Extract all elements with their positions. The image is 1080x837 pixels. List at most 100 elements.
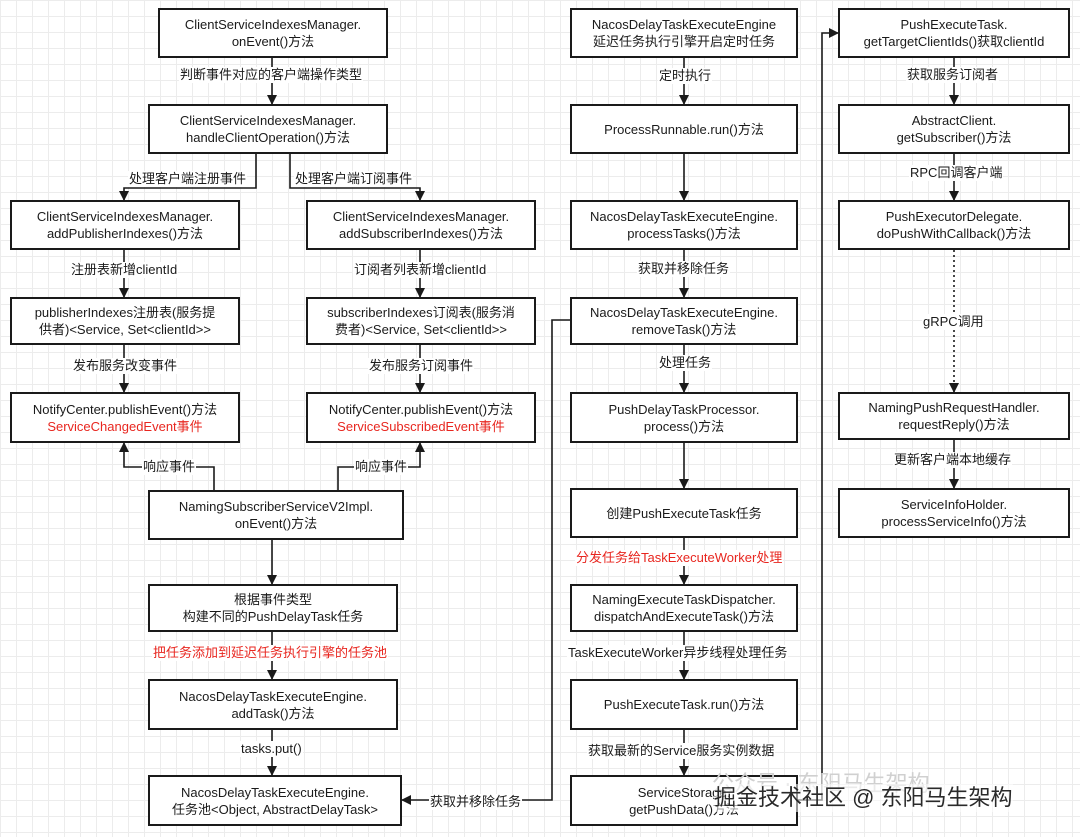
node-process-runnable-run: ProcessRunnable.run()方法 [570,104,798,154]
edge-label: 把任务添加到延迟任务执行引擎的任务池 [152,645,389,661]
node-naming-push-request-handler: NamingPushRequestHandler. requestReply()… [838,392,1070,440]
edge-label: 获取最新的Service服务实例数据 [587,743,776,759]
node-line: 构建不同的PushDelayTask任务 [182,609,364,624]
edge-label: tasks.put() [240,741,303,757]
node-line: NotifyCenter.publishEvent()方法 [32,401,218,417]
node-naming-subscriber-onevent: NamingSubscriberServiceV2Impl. onEvent()… [148,490,404,540]
node-line: getPushData()方法 [629,801,739,817]
node-line: ClientServiceIndexesManager. [332,209,510,224]
node-line: onEvent()方法 [231,34,315,49]
edge-label: 处理客户端注册事件 [128,171,248,187]
edge-label: 响应事件 [142,459,197,475]
edge-label: 注册表新增clientId [70,262,179,278]
node-line: ServiceInfoHolder. [900,497,1008,512]
node-line: NotifyCenter.publishEvent()方法 [328,401,514,417]
node-engine-remove-task: NacosDelayTaskExecuteEngine. removeTask(… [570,297,798,345]
edge-label: 订阅者列表新增clientId [353,262,488,278]
edge-label: RPC回调客户端 [909,165,1004,181]
node-engine-process-tasks: NacosDelayTaskExecuteEngine. processTask… [570,200,798,250]
edge-label: gRPC调用 [922,314,985,330]
node-line: removeTask()方法 [631,322,737,337]
node-event-name: ServiceChangedEvent事件 [47,418,203,434]
node-publisher-indexes-registry: publisherIndexes注册表(服务提 供者)<Service, Set… [10,297,240,345]
node-line: requestReply()方法 [898,417,1010,432]
node-line: NacosDelayTaskExecuteEngine. [590,305,778,320]
node-push-execute-task-run: PushExecuteTask.run()方法 [570,679,798,730]
edge-n2-n6 [289,154,425,201]
node-publish-service-changed: NotifyCenter.publishEvent()方法 ServiceCha… [10,392,240,443]
node-line: addPublisherIndexes()方法 [46,226,204,241]
node-line: AbstractClient. [911,113,997,128]
node-create-push-execute-task: 创建PushExecuteTask任务 [570,488,798,538]
edge-label: 获取并移除任务 [637,261,731,277]
node-line: 创建PushExecuteTask任务 [606,505,762,521]
node-add-publisher-indexes: ClientServiceIndexesManager. addPublishe… [10,200,240,250]
node-publish-service-subscribed: NotifyCenter.publishEvent()方法 ServiceSub… [306,392,536,443]
edge-label: 获取并移除任务 [429,794,523,810]
edge-m9-r1 [798,28,839,801]
node-line: ProcessRunnable.run()方法 [604,121,764,137]
node-line: dispatchAndExecuteTask()方法 [594,609,774,624]
node-line: addTask()方法 [231,705,315,721]
edge-label: 判断事件对应的客户端操作类型 [179,67,364,83]
node-push-with-callback: PushExecutorDelegate. doPushWithCallback… [838,200,1070,250]
node-line: process()方法 [643,418,725,434]
watermark: 掘金技术社区 @ 东阳马生架构 [714,784,1013,812]
node-engine-add-task: NacosDelayTaskExecuteEngine. addTask()方法 [148,679,398,730]
node-line: NamingPushRequestHandler. [868,400,1040,415]
node-line: NamingSubscriberServiceV2Impl. [178,499,374,514]
node-line: PushExecutorDelegate. [885,209,1023,224]
node-line: NacosDelayTaskExecuteEngine. [590,209,778,224]
node-line: ClientServiceIndexesManager. [184,17,362,32]
node-event-name: ServiceSubscribedEvent事件 [337,418,505,434]
edge-label: 更新客户端本地缓存 [893,452,1013,468]
node-line: ClientServiceIndexesManager. [36,209,214,224]
edge-label: 定时执行 [658,68,713,84]
node-line: NacosDelayTaskExecuteEngine. [179,688,367,704]
node-line: getSubscriber()方法 [896,130,1012,145]
node-line: publisherIndexes注册表(服务提 [34,305,216,320]
node-engine-task-pool: NacosDelayTaskExecuteEngine. 任务池<Object,… [148,775,402,826]
node-line: NacosDelayTaskExecuteEngine [591,17,777,32]
node-delay-engine-start: NacosDelayTaskExecuteEngine 延迟任务执行引擎开启定时… [570,8,798,58]
node-line: NamingExecuteTaskDispatcher. [592,592,776,607]
node-client-service-onevent: ClientServiceIndexesManager. onEvent()方法 [158,8,388,58]
node-line: PushDelayTaskProcessor. [608,401,760,417]
node-build-push-delay-task: 根据事件类型 构建不同的PushDelayTask任务 [148,584,398,632]
edge-n2-n3 [119,154,257,201]
node-push-delay-task-processor: PushDelayTaskProcessor. process()方法 [570,392,798,443]
node-dispatch-and-execute: NamingExecuteTaskDispatcher. dispatchAnd… [570,584,798,632]
node-line: 费者)<Service, Set<clientId>> [335,322,507,337]
node-line: handleClientOperation()方法 [185,130,351,145]
edge-label: 响应事件 [354,459,409,475]
node-line: ServiceStorage. [637,784,731,800]
node-line: processServiceInfo()方法 [881,514,1027,529]
node-line: 延迟任务执行引擎开启定时任务 [592,34,775,49]
node-line: onEvent()方法 [234,516,318,531]
node-line: addSubscriberIndexes()方法 [338,226,504,241]
edge-label: 处理任务 [658,355,713,371]
node-line: getTargetClientIds()获取clientId [863,34,1045,49]
node-process-service-info: ServiceInfoHolder. processServiceInfo()方… [838,488,1070,538]
node-add-subscriber-indexes: ClientServiceIndexesManager. addSubscrib… [306,200,536,250]
edge-label: 分发任务给TaskExecuteWorker处理 [575,550,784,566]
node-subscriber-indexes-registry: subscriberIndexes订阅表(服务消 费者)<Service, Se… [306,297,536,345]
node-line: 供者)<Service, Set<clientId>> [39,322,211,337]
edge-label: 发布服务改变事件 [72,358,179,374]
node-line: PushExecuteTask.run()方法 [603,697,765,712]
edge-label: 处理客户端订阅事件 [294,171,414,187]
node-line: processTasks()方法 [627,226,741,241]
node-get-target-client-ids: PushExecuteTask. getTargetClientIds()获取c… [838,8,1070,58]
node-line: PushExecuteTask. [900,17,1008,32]
node-line: doPushWithCallback()方法 [876,226,1032,241]
edge-label: TaskExecuteWorker异步线程处理任务 [567,645,789,661]
node-line: 任务池<Object, AbstractDelayTask> [172,801,378,817]
node-line: 根据事件类型 [233,592,312,607]
edge-label: 发布服务订阅事件 [368,358,475,374]
node-line: NacosDelayTaskExecuteEngine. [181,784,369,800]
node-handle-client-operation: ClientServiceIndexesManager. handleClien… [148,104,388,154]
node-get-subscriber: AbstractClient. getSubscriber()方法 [838,104,1070,154]
edge-label: 获取服务订阅者 [906,67,1000,83]
node-line: ClientServiceIndexesManager. [179,113,357,128]
node-line: subscriberIndexes订阅表(服务消 [327,305,515,320]
